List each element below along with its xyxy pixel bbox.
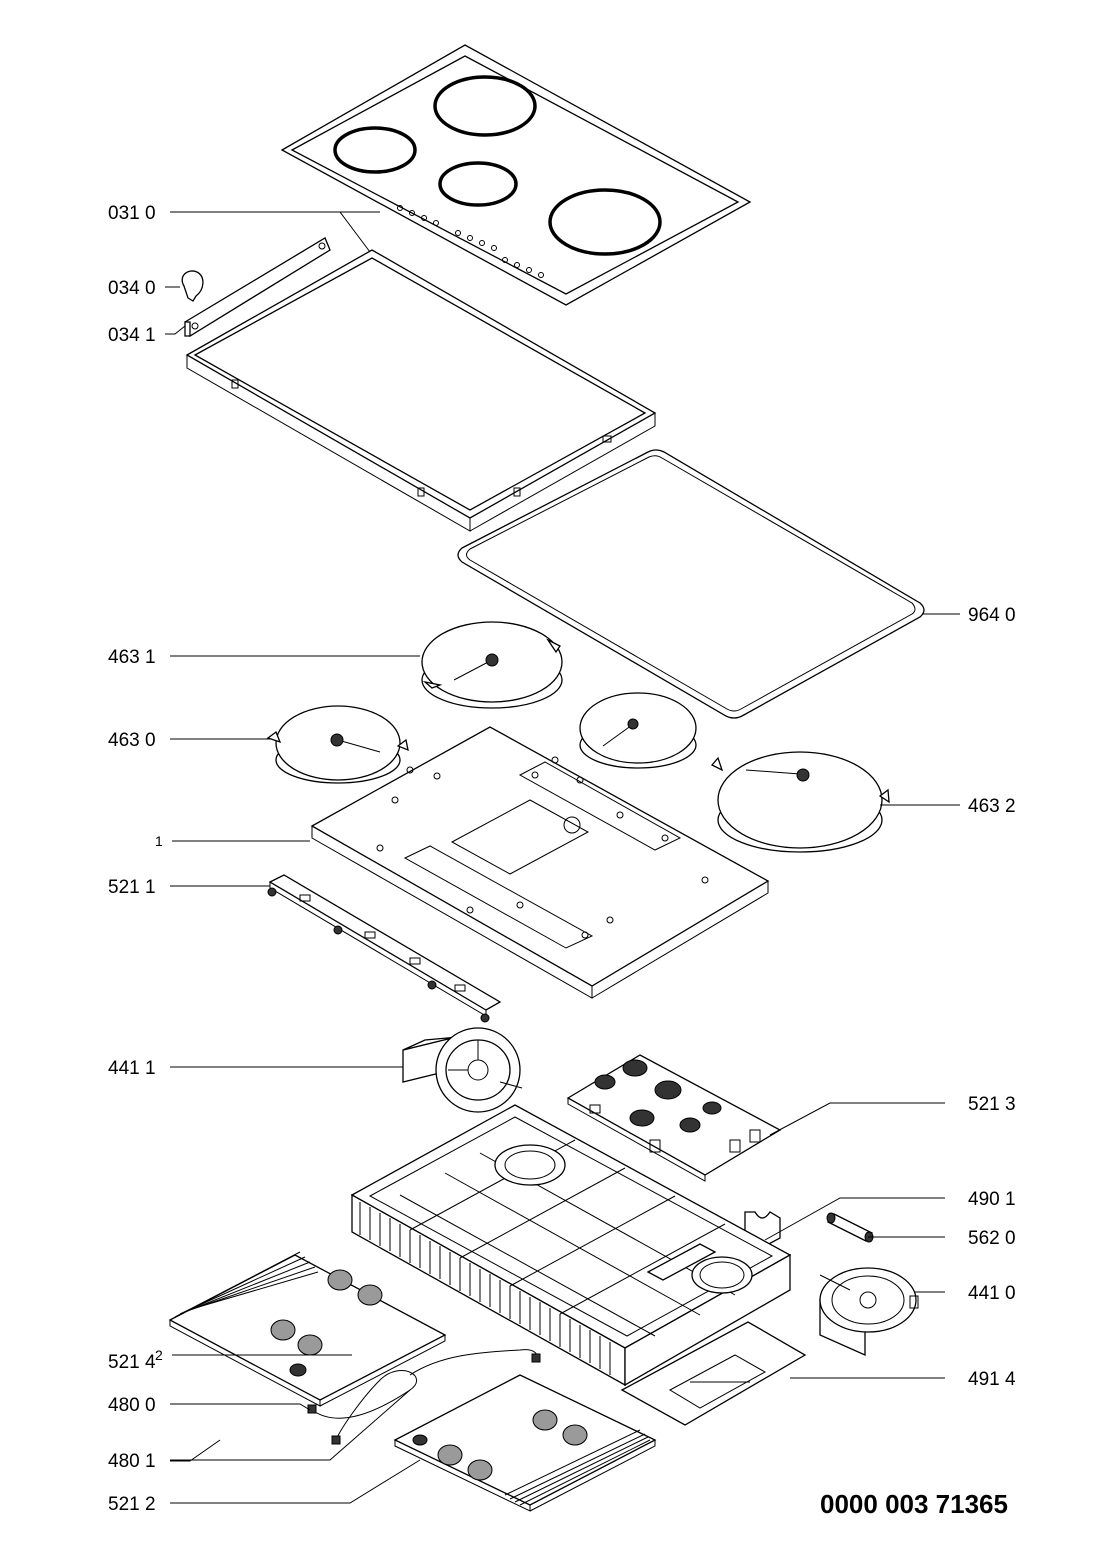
frame-part[interactable] [185,249,657,532]
cooling-fan-upper-part[interactable] [402,1027,523,1113]
leader-lines [165,211,960,1504]
callout-441-0: 441 0 [968,1283,1016,1304]
callout-labels: 031 0 034 0 034 1 964 0 463 1 463 0 463 … [108,203,1016,1515]
induction-coil-large-part[interactable] [421,621,563,709]
callout-1: 1 [155,833,163,849]
callout-964-0: 964 0 [968,605,1016,626]
callout-463-0: 463 0 [108,730,156,751]
callout-480-0: 480 0 [108,1395,156,1416]
callout-034-0: 034 0 [108,278,156,299]
induction-coil-right-part[interactable] [710,751,890,853]
cable-harness-right-part[interactable] [409,1349,541,1376]
callout-491-4: 491 4 [968,1369,1016,1390]
glass-top-part[interactable] [280,44,752,306]
induction-coil-left-part[interactable] [266,705,409,784]
callout-521-1: 521 1 [108,877,156,898]
support-plate-part[interactable] [310,726,770,999]
gasket-part[interactable] [457,449,925,719]
callout-480-1: 480 1 [108,1451,156,1472]
callout-521-4: 521 4 [108,1352,156,1373]
callout-463-2: 463 2 [968,796,1016,817]
callout-490-1: 490 1 [968,1189,1016,1210]
callout-2: 2 [155,1347,163,1363]
callout-463-1: 463 1 [108,647,156,668]
base-housing-part[interactable] [350,1104,792,1387]
callout-441-1: 441 1 [108,1058,156,1079]
mounting-bracket-part[interactable] [184,237,331,337]
clip-part[interactable] [181,270,204,302]
power-board-part[interactable] [566,1054,782,1182]
control-board-part[interactable] [267,874,502,1023]
power-module-left-part[interactable] [168,1251,447,1407]
document-number: 0000 003 71365 [820,1489,1008,1519]
callout-034-1: 034 1 [108,325,156,346]
fuse-part[interactable] [826,1212,874,1243]
callout-521-2: 521 2 [108,1494,156,1515]
callout-521-3: 521 3 [968,1094,1016,1115]
cooling-fan-lower-part[interactable] [819,1267,919,1357]
power-module-right-part[interactable] [393,1374,657,1512]
callout-031-0: 031 0 [108,203,156,224]
induction-coil-center-part[interactable] [579,692,697,769]
callout-562-0: 562 0 [968,1228,1016,1249]
cover-plate-part[interactable] [620,1321,807,1426]
